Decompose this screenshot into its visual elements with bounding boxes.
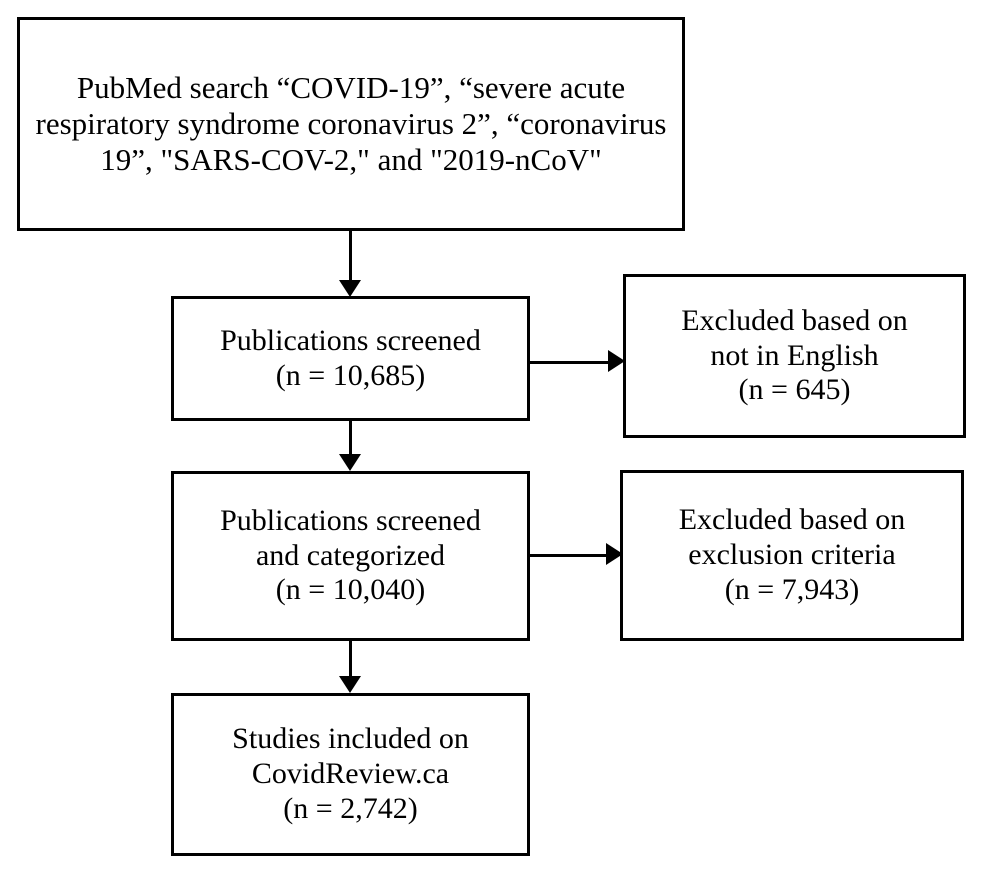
node-publications-screened-count: (n = 10,685) bbox=[275, 358, 426, 392]
node-excluded-criteria: Excluded based on exclusion criteria (n … bbox=[620, 470, 964, 641]
connector-stem bbox=[530, 361, 610, 364]
node-studies-included-line-2: CovidReview.ca bbox=[251, 757, 450, 791]
node-excluded-not-english-line-1: Excluded based on bbox=[681, 303, 908, 337]
connector-stem bbox=[530, 554, 608, 557]
connector-stem bbox=[349, 421, 352, 457]
node-excluded-not-english-count: (n = 645) bbox=[738, 373, 851, 407]
node-pubmed-search: PubMed search “COVID-19”, “severe acute … bbox=[17, 17, 685, 231]
node-publications-screened-line-1: Publications screened bbox=[220, 323, 481, 357]
node-publications-categorized-count: (n = 10,040) bbox=[275, 573, 426, 607]
connector-search-to-screened bbox=[339, 231, 373, 297]
node-pubmed-search-line-1: PubMed search “COVID-19”, “severe acute … bbox=[35, 70, 667, 177]
arrowhead-down-icon bbox=[339, 676, 361, 693]
node-excluded-not-english: Excluded based on not in English (n = 64… bbox=[623, 274, 966, 438]
connector-stem bbox=[349, 641, 352, 679]
node-excluded-criteria-line-1: Excluded based on bbox=[678, 503, 906, 537]
node-publications-categorized: Publications screened and categorized (n… bbox=[171, 471, 530, 641]
node-studies-included: Studies included on CovidReview.ca (n = … bbox=[171, 693, 530, 856]
arrowhead-right-icon bbox=[608, 350, 625, 372]
connector-categorized-to-included bbox=[339, 641, 373, 695]
node-publications-screened: Publications screened (n = 10,685) bbox=[171, 296, 530, 421]
arrowhead-down-icon bbox=[339, 280, 361, 297]
node-excluded-criteria-count: (n = 7,943) bbox=[724, 572, 860, 606]
node-excluded-criteria-line-2: exclusion criteria bbox=[688, 538, 896, 572]
node-excluded-not-english-line-2: not in English bbox=[710, 338, 879, 372]
arrowhead-right-icon bbox=[606, 543, 623, 565]
node-publications-categorized-line-2: and categorized bbox=[255, 538, 446, 572]
node-publications-categorized-line-1: Publications screened bbox=[220, 503, 481, 537]
connector-categorized-to-excluded-criteria bbox=[530, 543, 624, 569]
arrowhead-down-icon bbox=[339, 454, 361, 471]
connector-stem bbox=[349, 231, 352, 283]
node-studies-included-line-1: Studies included on bbox=[232, 722, 469, 756]
node-studies-included-count: (n = 2,742) bbox=[283, 791, 418, 825]
connector-screened-to-excluded-language bbox=[530, 350, 626, 376]
connector-screened-to-categorized bbox=[339, 421, 373, 473]
